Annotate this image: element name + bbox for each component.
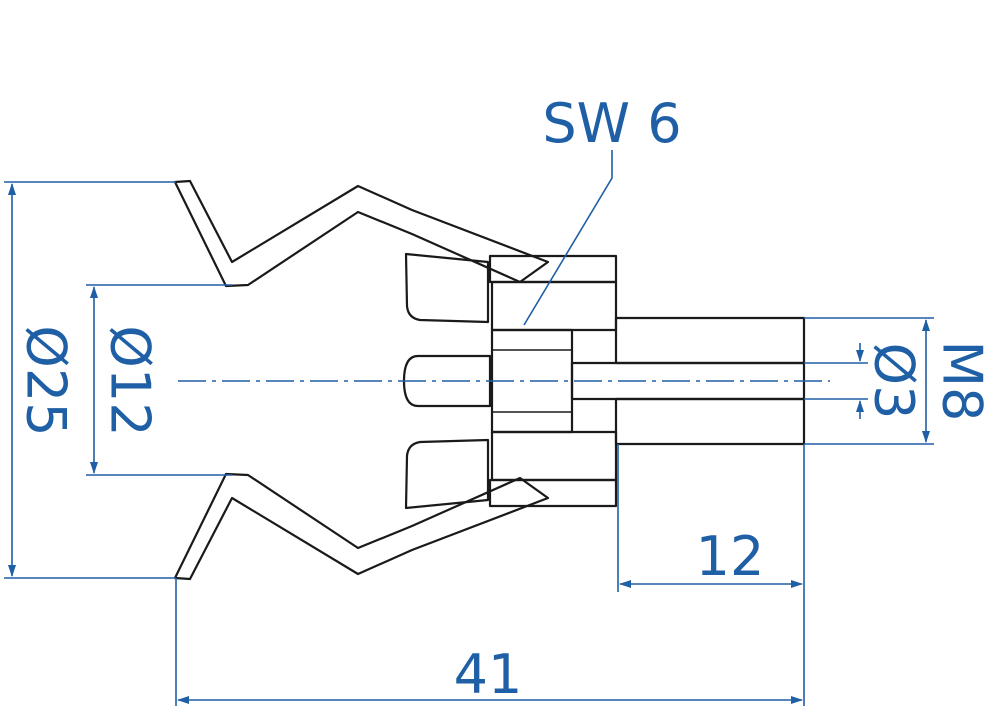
- finger-middle: [402, 354, 492, 408]
- hex-collar-upper: [488, 254, 618, 284]
- finger-lower: [404, 438, 490, 510]
- hex-insert-upper: [490, 280, 618, 332]
- threaded-stud-upper: [614, 316, 806, 365]
- hex-insert-lower: [490, 430, 618, 482]
- label-outer-diameter: Ø25: [15, 325, 78, 436]
- label-overall-length: 41: [454, 643, 523, 706]
- label-thread: M8: [931, 341, 994, 422]
- label-inner-diameter: Ø12: [99, 325, 162, 436]
- label-thread-length: 12: [696, 525, 765, 588]
- leader-wrench-size: [523, 150, 613, 326]
- threaded-stud-lower: [614, 397, 806, 446]
- label-bore-diameter: Ø3: [863, 343, 926, 420]
- bellows-wall-upper: [173, 179, 550, 288]
- finger-upper: [404, 252, 490, 324]
- bellows-wall-lower: [173, 472, 550, 581]
- hex-collar-lower: [488, 478, 618, 508]
- label-wrench-size: SW 6: [542, 92, 681, 155]
